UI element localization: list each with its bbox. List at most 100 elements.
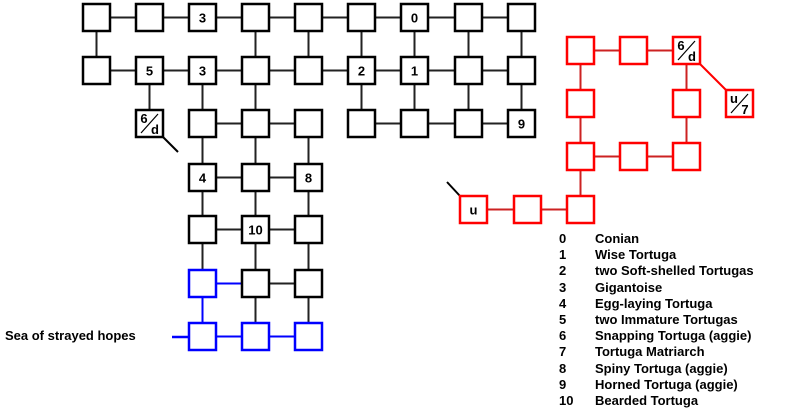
legend-number: 5: [559, 312, 567, 328]
room: [293, 321, 324, 352]
exit-link: [162, 136, 179, 153]
room: 6d: [671, 35, 702, 66]
room-label: u: [470, 203, 478, 218]
room: 3: [187, 2, 218, 33]
split-divider: [730, 93, 749, 114]
room-box: [618, 141, 649, 172]
room: [187, 214, 218, 245]
exit-link: [699, 63, 727, 91]
room: [240, 321, 271, 352]
room-label: 8: [305, 171, 312, 186]
room-box: [187, 268, 218, 299]
room: [293, 268, 324, 299]
room-box: [618, 35, 649, 66]
room-box: [506, 55, 537, 86]
room-box: [293, 55, 324, 86]
legend-number: 0: [559, 231, 567, 246]
room: [399, 108, 430, 139]
room: [187, 268, 218, 299]
room-box: [565, 35, 596, 66]
room-label: 9: [518, 117, 525, 132]
legend-name: two Soft-shelled Tortugas: [595, 263, 754, 279]
room: u7: [724, 88, 755, 119]
legend-name: Conian: [595, 231, 640, 246]
room-label: u: [730, 91, 738, 106]
room-label: 3: [199, 11, 206, 26]
room: [565, 35, 596, 66]
room-label: 6: [677, 38, 684, 53]
room: [565, 88, 596, 119]
room-box: [240, 268, 271, 299]
room-label: 4: [199, 171, 207, 186]
room-box: [453, 2, 484, 33]
legend-number: 2: [559, 263, 567, 279]
room: [293, 214, 324, 245]
room-box: [240, 214, 271, 245]
room: 2: [346, 55, 377, 86]
room-box: [187, 214, 218, 245]
room: [618, 141, 649, 172]
room-box: [512, 194, 543, 225]
exit-label-sea-of-strayed-hopes: Sea of strayed hopes: [5, 328, 136, 343]
legend-name: Tortuga Matriarch: [595, 344, 705, 360]
room-box: [565, 141, 596, 172]
legend-number: 8: [559, 360, 567, 376]
legend-number: 10: [559, 393, 574, 409]
room: [506, 55, 537, 86]
room-box: [240, 321, 271, 352]
room-box: [565, 194, 596, 225]
room-box: [565, 88, 596, 119]
room-box: [187, 108, 218, 139]
room-label: 1: [411, 64, 418, 79]
room-box: [240, 108, 271, 139]
room-box: [671, 88, 702, 119]
room: [671, 88, 702, 119]
legend-name: Bearded Tortuga: [595, 393, 699, 409]
room-label: 10: [248, 223, 262, 238]
room: [506, 2, 537, 33]
legend-number: 9: [559, 376, 567, 392]
room-box: [506, 108, 537, 139]
room-box: [293, 214, 324, 245]
room-box: [293, 162, 324, 193]
room: [187, 108, 218, 139]
legend-number: 7: [559, 344, 567, 360]
room-box: [134, 2, 165, 33]
room: [293, 2, 324, 33]
legend-item: 9 Horned Tortuga (aggie): [559, 377, 754, 393]
legend-number: 6: [559, 328, 567, 344]
room: [240, 268, 271, 299]
legend-number: 4: [559, 295, 567, 311]
room: [81, 55, 112, 86]
room: [240, 108, 271, 139]
room: [187, 321, 218, 352]
legend-name: Horned Tortuga (aggie): [595, 376, 738, 392]
exit-link: [446, 181, 461, 197]
legend-name: Snapping Tortuga (aggie): [595, 328, 752, 344]
room: 0: [399, 2, 430, 33]
room-box: [399, 2, 430, 33]
room: [293, 108, 324, 139]
room: [565, 194, 596, 225]
room: 4: [187, 162, 218, 193]
room-box: [293, 321, 324, 352]
room-label: d: [151, 122, 159, 137]
legend-item: 2 two Soft-shelled Tortugas: [559, 263, 754, 279]
room-box: [240, 55, 271, 86]
room: 3: [187, 55, 218, 86]
legend-name: Spiny Tortuga (aggie): [595, 360, 728, 376]
room-label: 5: [146, 64, 153, 79]
room: 1: [399, 55, 430, 86]
room-box: [187, 2, 218, 33]
room-box: [293, 108, 324, 139]
room-label: 3: [199, 64, 206, 79]
legend-item: 0 Conian: [559, 231, 754, 247]
room-box: [506, 2, 537, 33]
room-label: 6: [140, 111, 147, 126]
